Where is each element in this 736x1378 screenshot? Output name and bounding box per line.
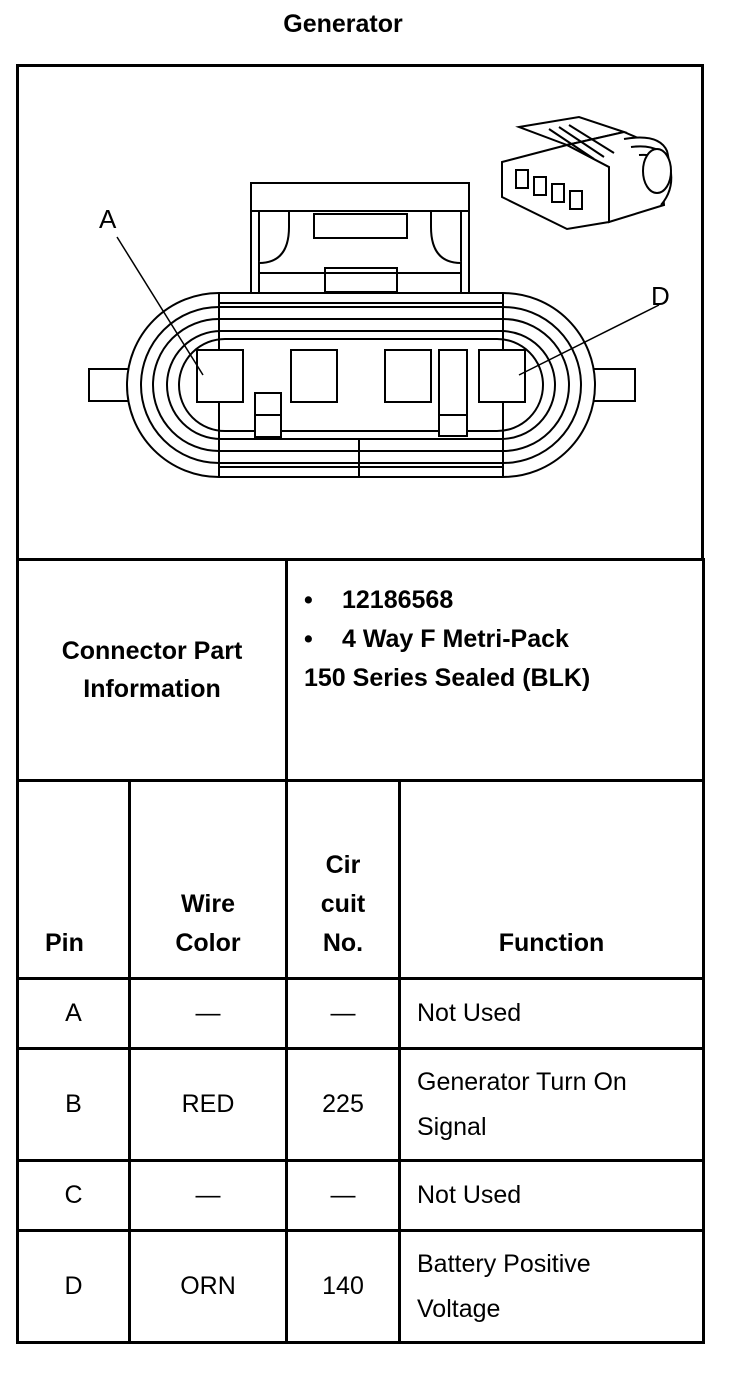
connector-part-info-value: •12186568 •4 Way F Metri-Pack 150 Series… [285,558,705,782]
table-row: B RED 225 Generator Turn On Signal [16,1047,705,1162]
circuit-cell: — [285,977,401,1050]
header-wire-color: Wire Color [128,779,288,980]
cavity-a [196,349,244,403]
table-header-row: Pin Wire Color Cir cuit No. Function [16,779,705,980]
wire-color-cell: — [128,977,288,1050]
bullet-icon: • [304,586,313,614]
header-function: Function [398,779,705,980]
right-tab [592,368,636,402]
bullet-icon: • [304,625,313,653]
pin-cell: C [16,1159,131,1232]
wire-color-cell: — [128,1159,288,1232]
connector-latch [250,182,470,294]
connector-info-table: Connector Part Information •12186568 •4 … [16,558,705,1344]
circuit-cell: — [285,1159,401,1232]
part-number-item: •12186568 [304,581,702,620]
pin-cell: B [16,1047,131,1162]
circuit-cell: 225 [285,1047,401,1162]
part-type-item: •4 Way F Metri-Pack [304,620,702,659]
connector-figure: A D [16,64,704,561]
function-cell: Generator Turn On Signal [398,1047,705,1162]
wire-color-cell: RED [128,1047,288,1162]
circuit-cell: 140 [285,1229,401,1344]
connector-drawing: A D [88,115,673,478]
pin-label-d: D [651,281,670,311]
diagram-title: Generator [283,10,403,38]
function-cell: Battery Positive Voltage [398,1229,705,1344]
pin-cavities [196,349,526,438]
pin-cell: A [16,977,131,1050]
table-row: A — — Not Used [16,977,705,1050]
connector-body [126,292,596,478]
header-circuit-no: Cir cuit No. [285,779,401,980]
part-type-continuation: 150 Series Sealed (BLK) [304,664,591,692]
header-pin: Pin [16,779,131,980]
table-row: C — — Not Used [16,1159,705,1232]
left-tab [88,368,130,402]
pin-cell: D [16,1229,131,1344]
wire-color-cell: ORN [128,1229,288,1344]
cavity-d [478,349,526,403]
cavity-c [384,349,432,403]
pin-label-a: A [99,204,117,234]
cavity-b [290,349,338,403]
function-cell: Not Used [398,1159,705,1232]
connector-part-info-label: Connector Part Information [16,558,288,782]
table-row: D ORN 140 Battery Positive Voltage [16,1229,705,1344]
function-cell: Not Used [398,977,705,1050]
pin-leaders [116,236,660,376]
connector-iso-icon [501,115,673,231]
